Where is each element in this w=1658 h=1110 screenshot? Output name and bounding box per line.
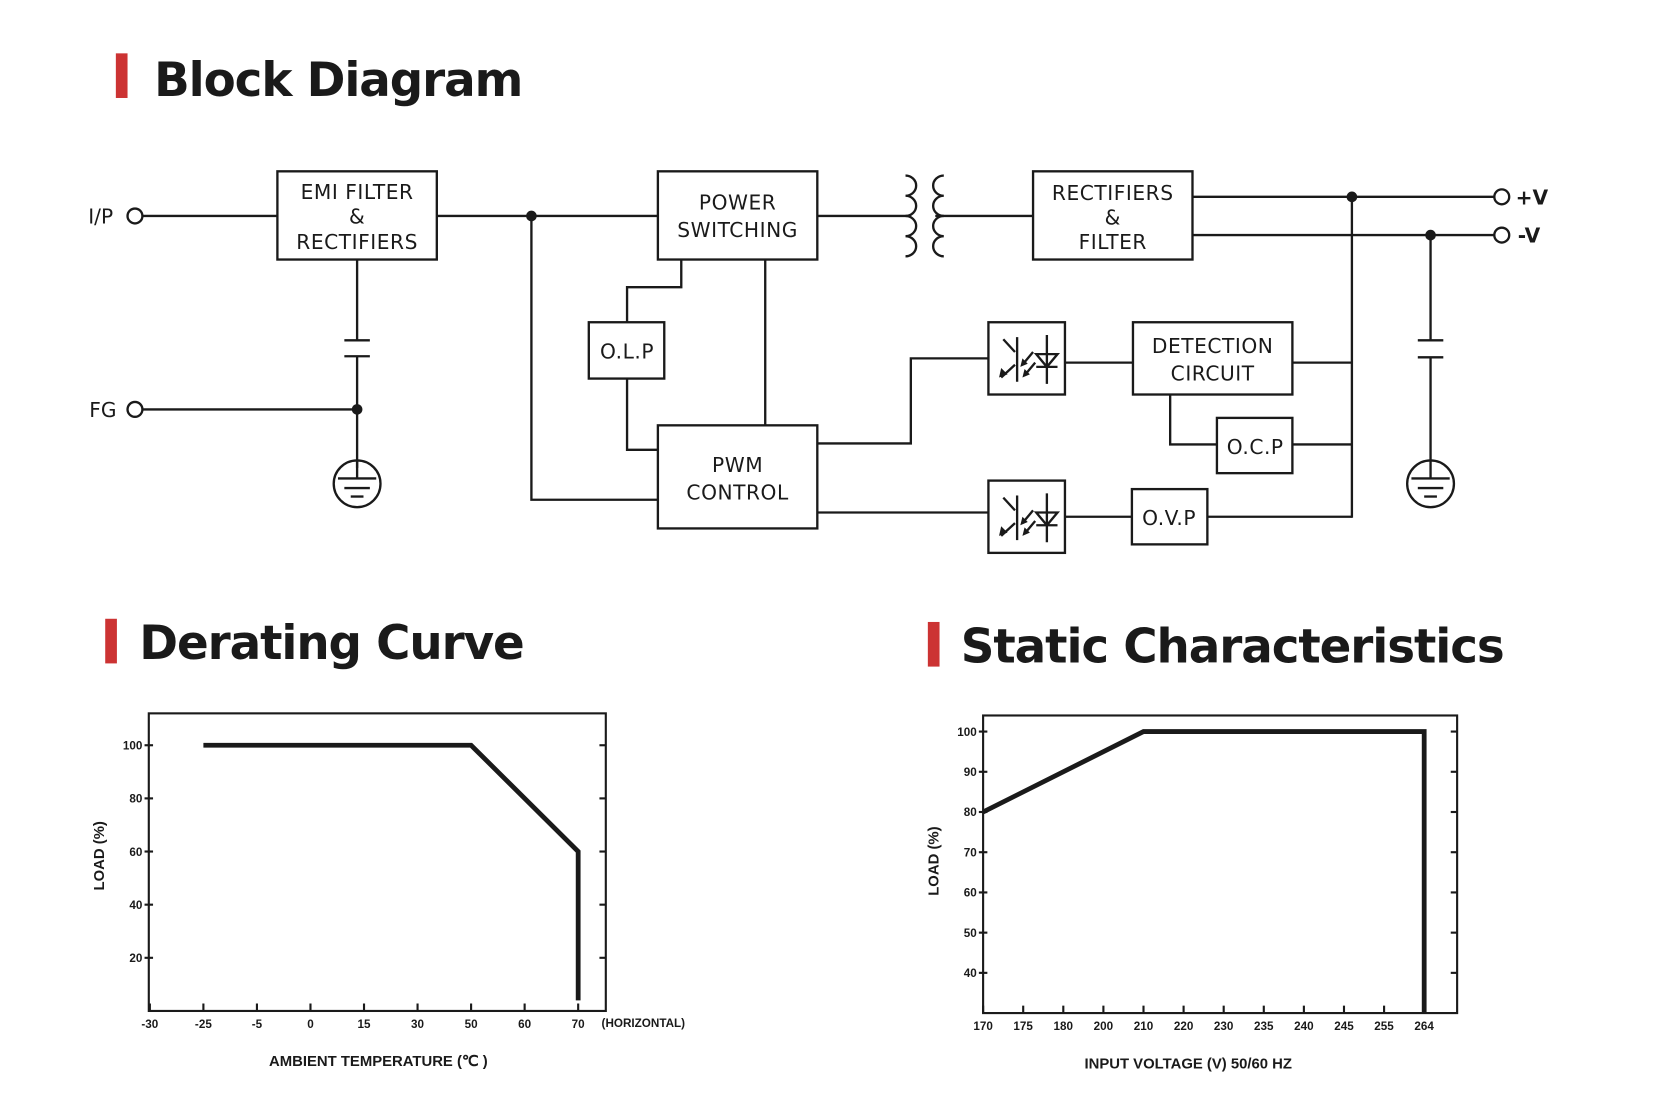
section-marker (115, 53, 128, 98)
x-tick-label: 60 (518, 1018, 532, 1031)
load-curve (982, 729, 1427, 1014)
x-tick-label: 245 (1334, 1020, 1354, 1033)
optocoupler-icon (987, 321, 1067, 396)
x-axis-label: INPUT VOLTAGE (V) 50/60 HZ (1084, 1056, 1292, 1072)
horizontal-note: (HORIZONTAL) (602, 1017, 686, 1030)
x-tick-label: 175 (1013, 1020, 1033, 1033)
detection-circuit-block: DETECTION CIRCUIT (1131, 321, 1294, 396)
x-tick-label: 180 (1054, 1020, 1074, 1033)
x-tick-label: 264 (1414, 1020, 1434, 1033)
y-axis-label: LOAD (%) (926, 826, 942, 895)
pwm-control-block: PWM CONTROL (656, 424, 819, 530)
svg-text:CIRCUIT: CIRCUIT (1171, 362, 1255, 386)
terminal-icon (1493, 188, 1511, 206)
static-title: Static Characteristics (961, 620, 1504, 674)
x-tick-label: 70 (572, 1018, 586, 1031)
svg-text:SWITCHING: SWITCHING (677, 218, 798, 242)
y-tick-label: 50 (964, 927, 978, 940)
arrow-icon (999, 367, 1008, 378)
svg-text:PWM: PWM (712, 453, 763, 477)
block-diagram: I/P FG EMI FILTER & RECTIFIERS (88, 170, 1549, 555)
svg-text:DETECTION: DETECTION (1152, 334, 1274, 358)
load-curve (203, 742, 581, 1001)
y-tick-label: 80 (964, 806, 978, 819)
x-tick-label: 255 (1374, 1020, 1394, 1033)
input-label: I/P (88, 204, 113, 228)
y-tick-label: 70 (964, 846, 978, 859)
power-switching-block: POWER SWITCHING (656, 170, 819, 261)
y-tick-label: 80 (129, 793, 143, 806)
olp-block: O.L.P (587, 321, 666, 380)
x-tick-label: 15 (358, 1018, 372, 1031)
capacitor-icon (1417, 235, 1444, 479)
svg-text:CONTROL: CONTROL (686, 481, 789, 505)
optocoupler-icon (987, 479, 1067, 555)
block-diagram-title: Block Diagram (154, 54, 522, 108)
y-tick-label: 100 (123, 739, 143, 752)
arrow-icon (1020, 516, 1030, 536)
capacitor-icon (344, 259, 370, 468)
y-axis-label: LOAD (%) (92, 821, 108, 890)
derating-title: Derating Curve (139, 617, 523, 671)
arrow-icon (999, 526, 1008, 536)
ground-icon (1406, 459, 1456, 509)
x-axis-label: AMBIENT TEMPERATURE (℃ ) (269, 1054, 488, 1070)
emi-filter-block: EMI FILTER & RECTIFIERS (276, 170, 438, 261)
x-tick-label: 0 (307, 1018, 314, 1031)
fg-label: FG (89, 398, 116, 422)
x-tick-label: -25 (195, 1018, 212, 1031)
x-tick-label: -5 (252, 1018, 263, 1031)
static-characteristics-chart: 170 175 180 200 210 220 230 235 240 245 255 264 40 50… (926, 714, 1459, 1072)
svg-text:O.V.P: O.V.P (1142, 506, 1196, 530)
rectifiers-filter-block: RECTIFIERS & FILTER (1031, 170, 1194, 261)
section-marker (927, 621, 940, 667)
x-tick-label: 50 (465, 1018, 479, 1031)
svg-text:O.C.P: O.C.P (1227, 435, 1284, 459)
svg-text:&: & (349, 204, 365, 228)
x-tick-label: 210 (1134, 1020, 1154, 1033)
svg-text:RECTIFIERS: RECTIFIERS (1052, 181, 1174, 205)
y-tick-label: 60 (964, 887, 978, 900)
x-tick-label: 220 (1174, 1020, 1194, 1033)
plot-frame (982, 714, 1459, 1015)
terminal-icon (1493, 226, 1511, 244)
y-tick-label: 60 (129, 846, 143, 859)
ground-icon (332, 459, 382, 509)
terminal-icon (126, 207, 144, 225)
section-marker (105, 618, 117, 664)
svg-text:FILTER: FILTER (1079, 230, 1147, 254)
y-tick-label: 40 (964, 967, 978, 980)
y-tick-label: 40 (129, 899, 143, 912)
y-tick-label: 100 (957, 726, 977, 739)
arrow-icon (1020, 358, 1030, 378)
diode-icon (1033, 511, 1061, 528)
ovp-block: O.V.P (1130, 487, 1209, 546)
y-tick-label: 90 (964, 766, 978, 779)
plot-frame (147, 712, 607, 1013)
x-tick-label: 200 (1094, 1020, 1114, 1033)
x-tick-label: 240 (1294, 1020, 1314, 1033)
y-tick-label: 20 (129, 952, 143, 965)
x-tick-label: -30 (141, 1018, 158, 1031)
svg-text:RECTIFIERS: RECTIFIERS (296, 230, 418, 254)
svg-text:O.L.P: O.L.P (600, 339, 654, 363)
output-plus-label: +V (1516, 185, 1549, 209)
x-tick-label: 30 (411, 1018, 425, 1031)
ocp-block: O.C.P (1215, 416, 1294, 475)
output-minus-label: -V (1518, 224, 1541, 248)
svg-text:POWER: POWER (699, 191, 776, 215)
x-tick-label: 170 (973, 1020, 993, 1033)
svg-text:EMI FILTER: EMI FILTER (301, 180, 414, 204)
svg-text:&: & (1105, 205, 1121, 229)
diode-icon (1033, 352, 1061, 369)
terminal-icon (126, 400, 144, 419)
x-tick-label: 230 (1214, 1020, 1234, 1033)
x-tick-label: 235 (1254, 1020, 1274, 1033)
